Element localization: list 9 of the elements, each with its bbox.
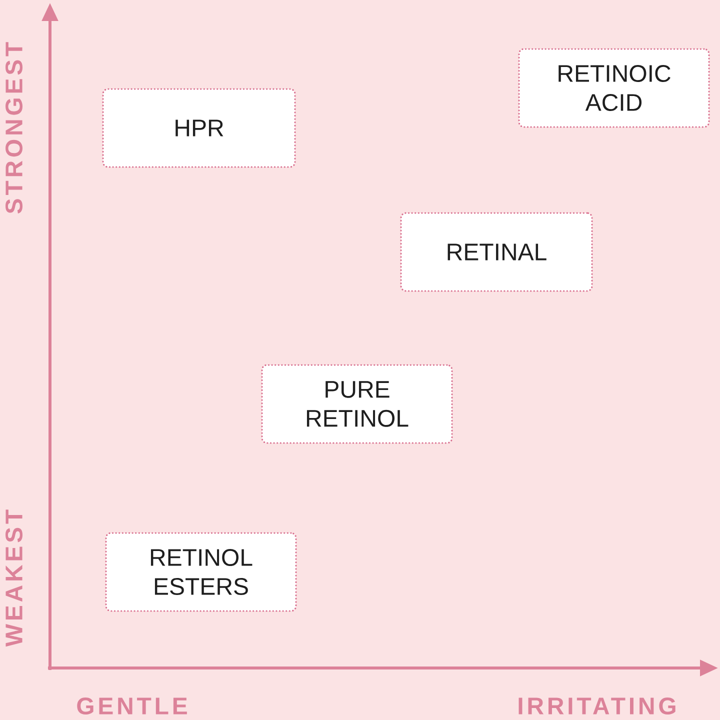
label-box: RETINOIC ACID xyxy=(518,48,710,128)
label-box: RETINAL xyxy=(400,212,593,292)
axis-label: WEAKEST xyxy=(6,510,22,647)
label-box: HPR xyxy=(102,88,296,168)
axis-label: GENTLE xyxy=(77,698,187,714)
label-box: RETINOL ESTERS xyxy=(105,532,297,612)
axis-label: STRONGEST xyxy=(6,42,22,214)
axis-label: IRRITATING xyxy=(518,698,676,714)
label-box: PURE RETINOL xyxy=(261,364,453,444)
